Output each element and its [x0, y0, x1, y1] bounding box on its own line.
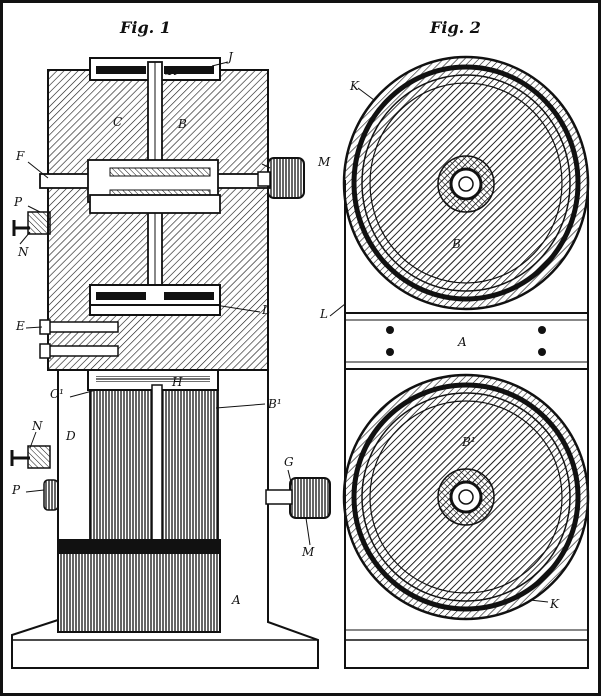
fig1-leaders [19, 61, 311, 546]
fig2-frame-outline [344, 180, 589, 669]
label-b1: B¹ [267, 397, 282, 411]
screw-n-bottom[interactable] [10, 445, 51, 469]
label-a-fig2: A [457, 335, 467, 349]
lower-spindle [151, 384, 163, 546]
top-housing-band-right [164, 66, 214, 74]
label-g: G [284, 455, 294, 469]
label-c: C [113, 115, 122, 129]
bolt-e [39, 319, 119, 359]
lower-pulley-left [89, 389, 153, 551]
knob-m-top[interactable] [267, 157, 305, 199]
label-e: E [15, 319, 25, 333]
screw-n-top[interactable] [12, 211, 51, 236]
lower-pulley-right [161, 389, 219, 551]
fig2-leaders [329, 87, 549, 603]
fig2: Fig. 2 [319, 18, 590, 669]
label-l: L [261, 303, 270, 317]
label-a: A [231, 593, 241, 607]
knob-m-bottom[interactable] [289, 477, 331, 519]
label-h: H [171, 375, 183, 389]
label-m-bottom: M [301, 545, 315, 559]
label-b: B [177, 117, 187, 131]
label-n-bottom: N [31, 419, 43, 433]
label-m-top: M [317, 155, 331, 169]
mid-housing [89, 194, 221, 214]
label-n-top: N [17, 245, 29, 259]
side-boss [43, 479, 59, 511]
label-f: F [15, 149, 25, 163]
upper-wheel [342, 55, 590, 311]
label-p-bottom: P [11, 483, 21, 497]
label-p-top: P [13, 195, 23, 209]
fig1-title: Fig. 1 [119, 18, 171, 37]
label-k-top: K [349, 79, 360, 93]
label-b-fig2: B [451, 237, 461, 251]
label-k-bottom: K [549, 597, 560, 611]
lower-wheel [342, 373, 590, 621]
coupling-thread [109, 167, 211, 177]
label-d: D [65, 429, 76, 443]
lower-housing-band-left [96, 292, 146, 300]
label-b1-fig2: B¹ [461, 435, 476, 449]
lower-housing-band-right [164, 292, 214, 300]
crossbar-a [344, 312, 589, 370]
label-k: K [167, 64, 178, 78]
label-j: J [225, 50, 234, 64]
fig2-title: Fig. 2 [429, 18, 481, 37]
bottom-drum [57, 539, 221, 633]
label-c1: C¹ [50, 387, 64, 401]
label-l-fig2: L [319, 307, 328, 321]
fig1: Fig. 1 [10, 18, 331, 669]
top-housing-band-left [96, 66, 146, 74]
